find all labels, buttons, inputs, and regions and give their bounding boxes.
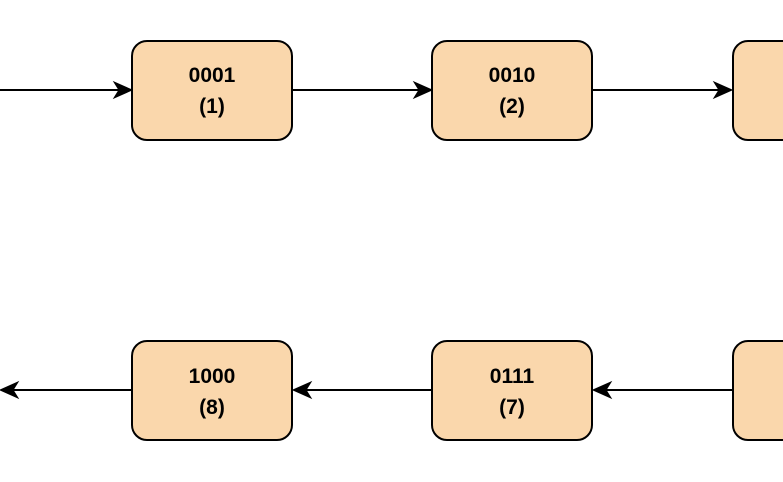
node-0001: 0001 (1)	[131, 40, 293, 141]
arrow-head-icon	[0, 380, 20, 400]
node-partial-bottom-right	[732, 340, 783, 441]
node-code: 0111	[490, 365, 535, 388]
node-1000: 1000 (8)	[131, 340, 293, 441]
node-value: (2)	[499, 95, 525, 118]
edge-0010-to-next	[592, 80, 734, 100]
arrow-head-icon	[291, 380, 313, 400]
node-value: (7)	[499, 396, 525, 419]
node-0010: 0010 (2)	[431, 40, 593, 141]
edge-prev-to-0111	[591, 380, 732, 400]
arrow-head-icon	[412, 80, 434, 100]
arrow-head-icon	[112, 80, 134, 100]
node-0111: 0111 (7)	[431, 340, 593, 441]
node-code: 0010	[489, 64, 536, 87]
node-code: 1000	[189, 365, 236, 388]
node-partial-top-right	[732, 40, 783, 141]
node-value: (1)	[199, 95, 225, 118]
edge-0111-to-1000	[291, 380, 432, 400]
node-code: 0001	[189, 64, 236, 87]
edge-1000-outgoing	[0, 380, 132, 400]
arrow-head-icon	[591, 380, 613, 400]
edge-incoming-to-0001	[0, 80, 134, 100]
node-value: (8)	[199, 396, 225, 419]
edge-0001-to-0010	[292, 80, 434, 100]
arrow-head-icon	[712, 80, 734, 100]
